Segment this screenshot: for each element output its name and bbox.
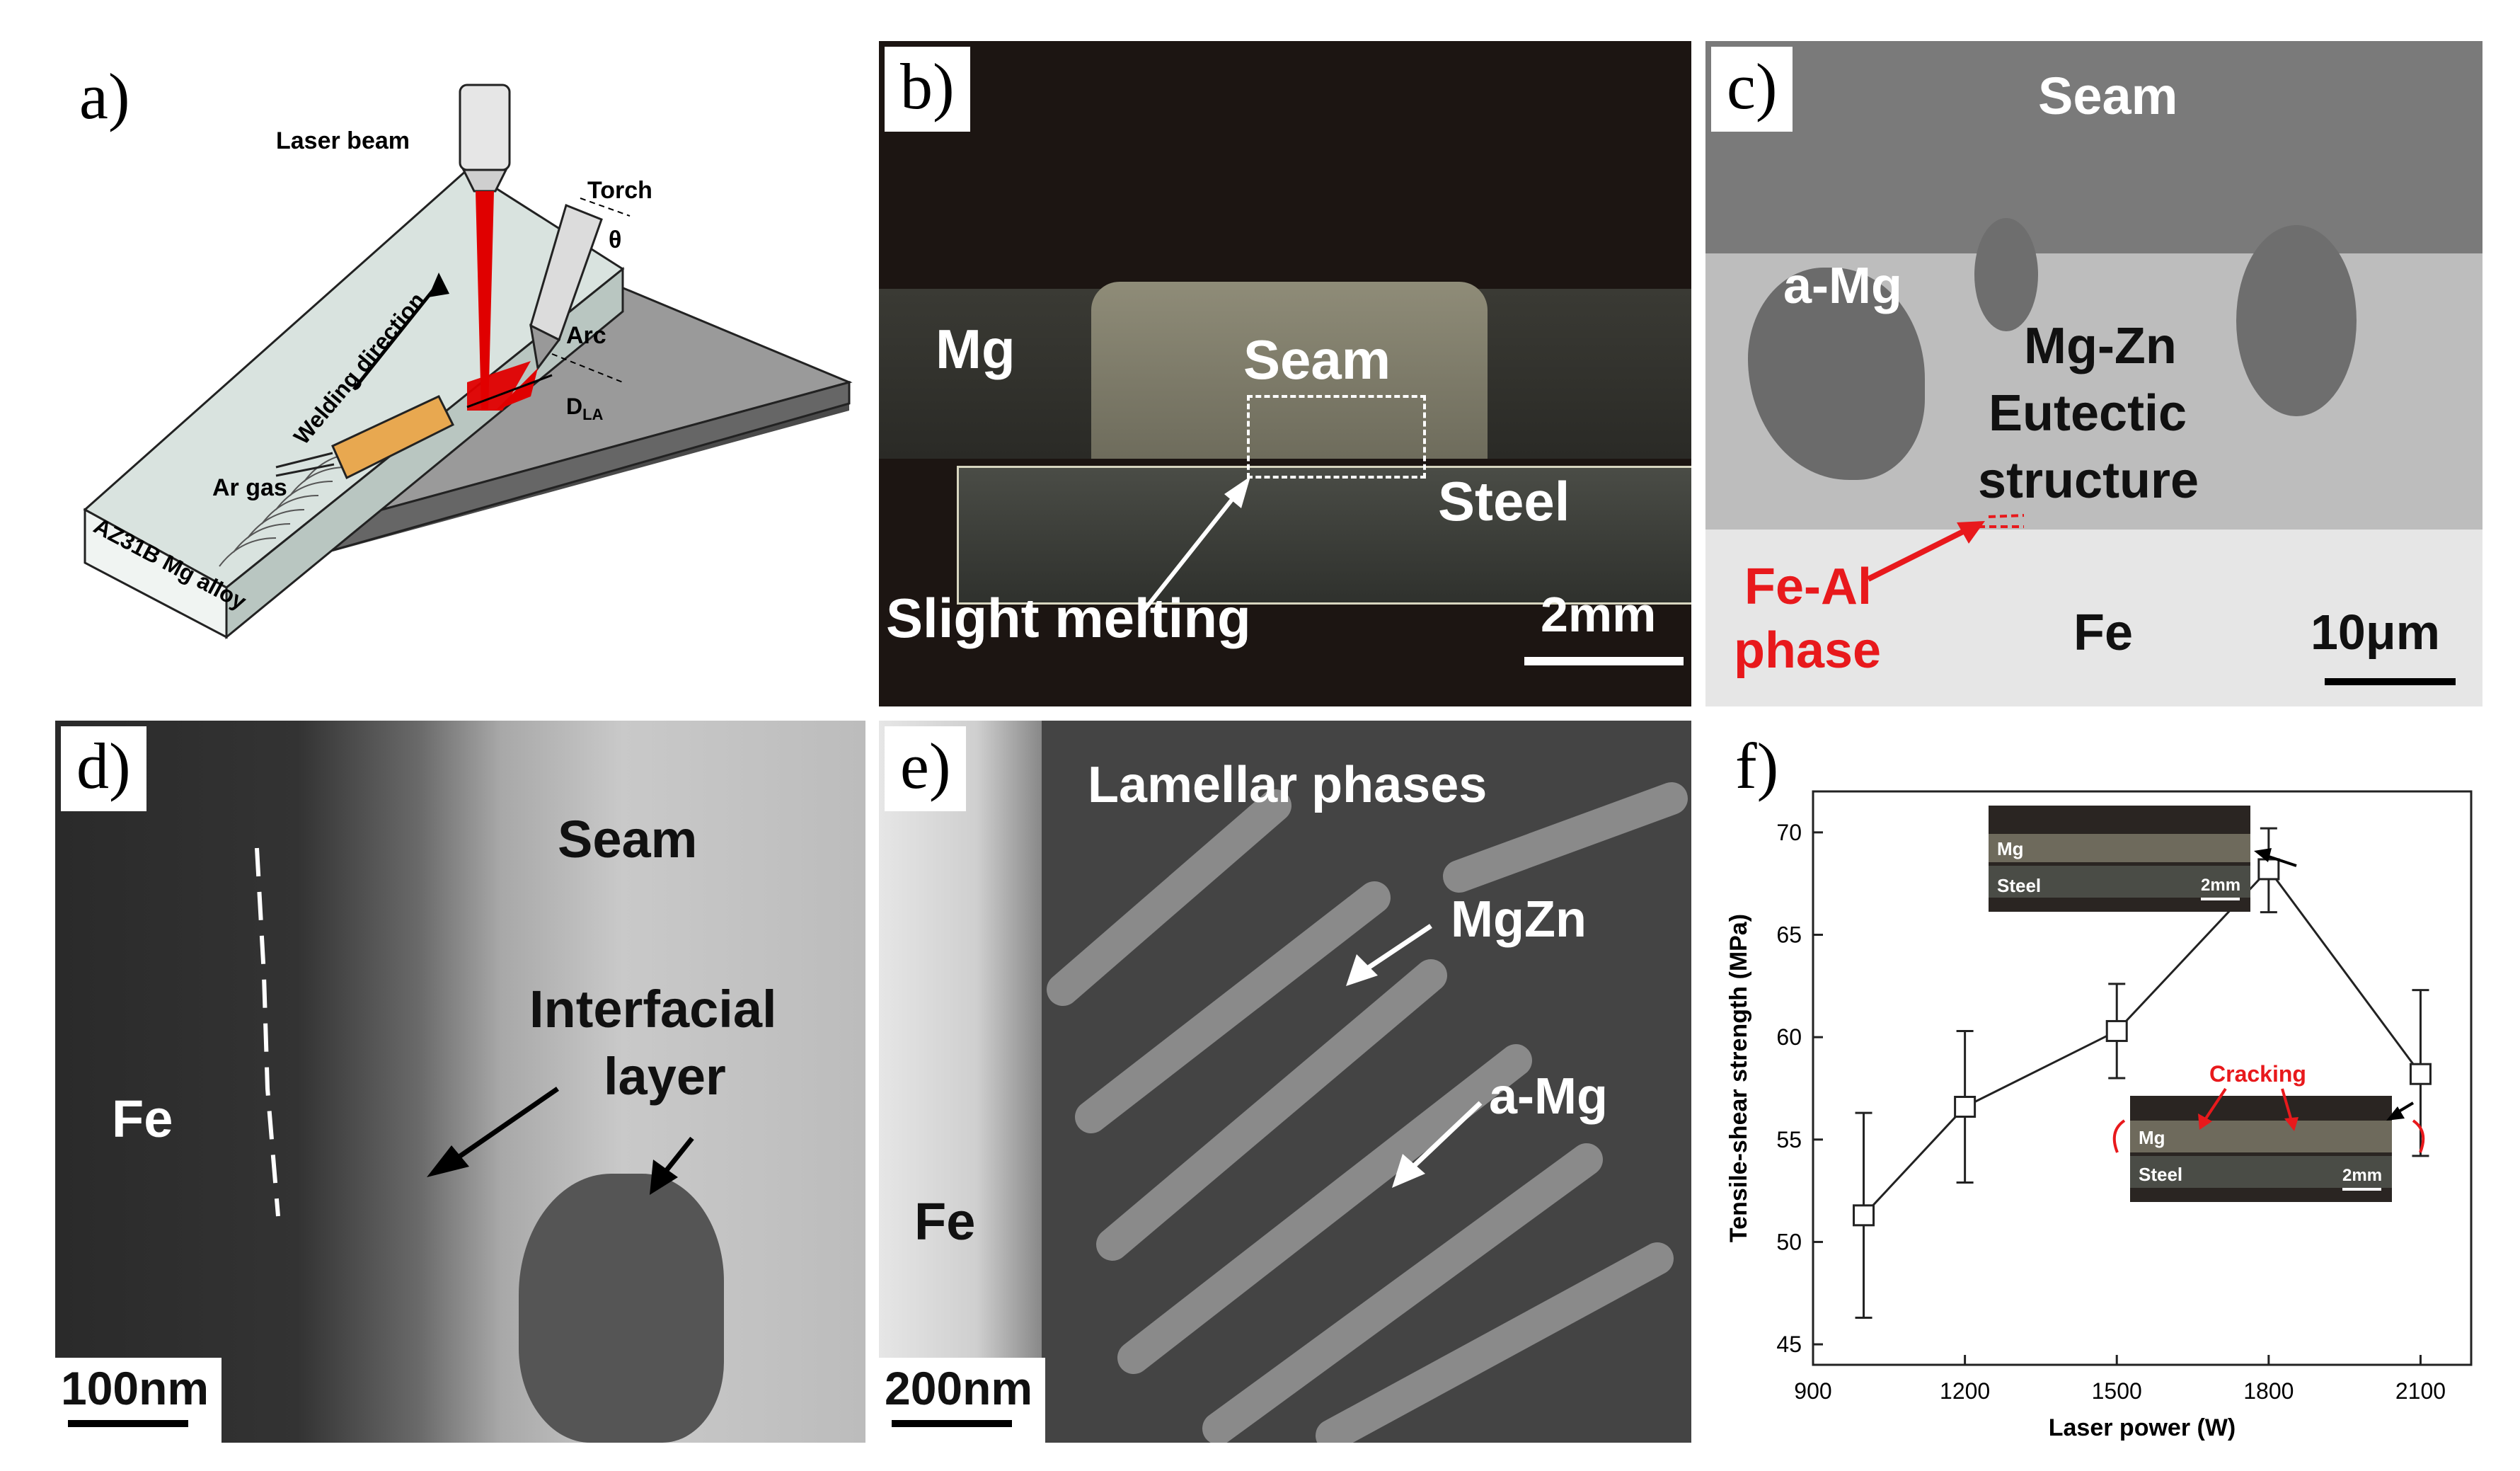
scale-label: 200nm xyxy=(885,1362,1033,1414)
x-tick-label: 1500 xyxy=(2092,1378,2142,1404)
welding-schematic: Laser beam Torch θ Arc Welding direction… xyxy=(83,84,853,680)
amg-dendrite-3 xyxy=(1974,218,2038,331)
particle-inclusion xyxy=(519,1174,724,1443)
mg-label: Mg xyxy=(936,318,1016,380)
eutectic-label-1: Mg-Zn xyxy=(2024,318,2177,374)
theta-label: θ xyxy=(609,227,621,253)
seam-label: Seam xyxy=(1243,328,1391,391)
inset-top-scale: 2mm xyxy=(2201,876,2240,895)
y-tick-label: 50 xyxy=(1776,1229,1802,1254)
panel-a: Laser beam Torch θ Arc Welding direction… xyxy=(42,42,863,680)
inset-bottom-scale: 2mm xyxy=(2342,1166,2382,1185)
scale-box xyxy=(879,1358,1045,1443)
scale-bar xyxy=(1524,657,1684,665)
inset-top-steel: Steel xyxy=(1997,875,2041,896)
x-tick-label: 1800 xyxy=(2243,1378,2294,1404)
lamellar-label: Lamellar phases xyxy=(1088,757,1488,813)
y-tick-label: 45 xyxy=(1776,1332,1802,1357)
interface-annotations xyxy=(255,847,694,1217)
y-axis-label: Tensile-shear strength (MPa) xyxy=(1725,914,1752,1242)
panel-f-label: f) xyxy=(1720,726,1795,811)
seam-region xyxy=(1091,282,1488,459)
plot-frame xyxy=(1812,790,2473,1366)
strength-chart: 900 1200 1500 1800 2100 45 50 55 60 65 70 Laser po… xyxy=(1725,790,2473,1441)
feal-marker xyxy=(1867,514,2025,582)
torch-label: Torch xyxy=(587,177,652,204)
panel-c: Seam a-Mg Mg-Zn Eutectic structure Fe-Al… xyxy=(1705,41,2482,706)
ar-gas-label: Ar gas xyxy=(212,474,287,501)
steel-sheet xyxy=(957,466,1691,605)
scale-label: 10μm xyxy=(2311,605,2440,660)
eutectic-label-3: structure xyxy=(1978,452,2199,509)
y-tick-label: 65 xyxy=(1776,922,1802,948)
slight-melting-label: Slight melting xyxy=(886,587,1251,649)
melting-box xyxy=(1247,395,1426,479)
data-point xyxy=(1954,1096,1977,1118)
scale-bar xyxy=(2325,678,2456,685)
amg-dendrite-2 xyxy=(2236,225,2357,416)
y-tick-label: 55 xyxy=(1776,1127,1802,1152)
steel-label: Zn coated steel xyxy=(317,600,481,680)
scale-label: 2mm xyxy=(1541,587,1657,642)
steel-label: Steel xyxy=(1438,470,1570,532)
amg-label: a-Mg xyxy=(1489,1068,1608,1125)
inset-bottom-mg: Mg xyxy=(2139,1127,2165,1148)
interfacial-label-1: Interfacial xyxy=(529,980,777,1038)
scale-bar xyxy=(892,1420,1012,1427)
inset-top: Mg Steel 2mm xyxy=(1989,806,2250,912)
feal-label-2: phase xyxy=(1734,622,1882,679)
cracking-label: Cracking xyxy=(2209,1061,2306,1087)
data-point xyxy=(2257,858,2280,881)
data-point xyxy=(1853,1204,1875,1227)
fe-label: Fe xyxy=(112,1089,173,1148)
scale-box xyxy=(55,1358,221,1443)
lamellae xyxy=(1047,782,1688,1443)
phase-arrows xyxy=(1346,924,1483,1188)
panel-b: Mg Seam Steel Slight melting 2mm b) xyxy=(879,41,1691,706)
seam-label: Seam xyxy=(558,810,698,869)
y-tick-label: 60 xyxy=(1776,1024,1802,1050)
x-tick-label: 900 xyxy=(1794,1378,1831,1404)
fe-substrate xyxy=(1705,522,2482,706)
y-tick-label: 70 xyxy=(1776,820,1802,845)
panel-d-label: d) xyxy=(61,726,146,811)
panel-d: Seam Interfacial layer Fe 100nm d) xyxy=(55,721,865,1443)
panel-c-label: c) xyxy=(1711,47,1793,132)
amg-dendrite-1 xyxy=(1748,268,1925,480)
x-tick-label: 1200 xyxy=(1940,1378,1990,1404)
amg-label: a-Mg xyxy=(1783,258,1902,314)
interfacial-label-2: layer xyxy=(604,1047,726,1106)
feal-label-1: Fe-Al xyxy=(1744,559,1872,615)
scale-label: 100nm xyxy=(61,1362,209,1414)
scale-bar xyxy=(68,1420,188,1427)
panel-e: Lamellar phases MgZn a-Mg Fe 200nm e) xyxy=(879,721,1691,1443)
panel-f: 900 1200 1500 1800 2100 45 50 55 60 65 70 Laser po… xyxy=(1705,721,2498,1457)
x-tick-label: 2100 xyxy=(2395,1378,2446,1404)
dla-label: DLA xyxy=(566,394,604,423)
seam-label: Seam xyxy=(2038,67,2178,125)
mgzn-label: MgZn xyxy=(1451,891,1587,948)
panel-e-label: e) xyxy=(885,726,967,811)
panel-b-label: b) xyxy=(885,47,970,132)
laser-beam-label: Laser beam xyxy=(276,127,410,154)
eutectic-label-2: Eutectic xyxy=(1989,385,2187,442)
arc-label: Arc xyxy=(566,322,606,349)
panel-a-label: a) xyxy=(64,57,146,142)
inset-bottom-steel: Steel xyxy=(2139,1164,2182,1185)
fe-label: Fe xyxy=(2073,605,2134,661)
inset-bottom: Mg Steel 2mm xyxy=(2130,1096,2392,1202)
melting-arrow xyxy=(1139,476,1250,616)
inset-top-mg: Mg xyxy=(1997,838,2024,859)
data-point xyxy=(2105,1019,2128,1042)
fe-grain xyxy=(879,721,1042,1443)
x-axis-label: Laser power (W) xyxy=(2049,1414,2236,1441)
data-point xyxy=(2409,1063,2432,1085)
fe-label: Fe xyxy=(914,1192,976,1251)
